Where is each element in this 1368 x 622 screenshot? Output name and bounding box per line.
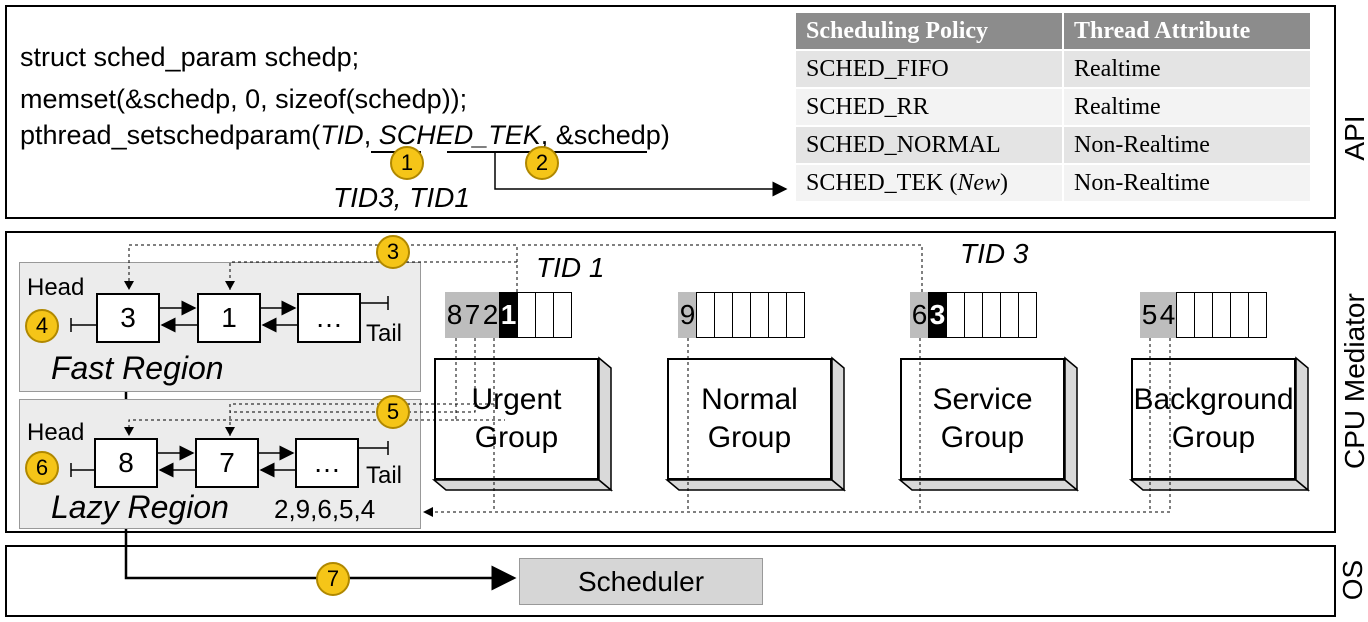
step-5-badge: 5 <box>376 395 410 429</box>
queue-cell: 9 <box>678 292 697 338</box>
queue-cell <box>553 292 572 338</box>
attribute-header: Thread Attribute <box>1064 13 1310 49</box>
queue-cell <box>1248 292 1267 338</box>
lazy-head-label: Head <box>27 419 85 446</box>
queue-cell: 5 <box>1140 292 1159 338</box>
background-queue: 5 4 <box>1140 292 1267 338</box>
step-7-badge: 7 <box>316 562 350 596</box>
fast-node: 1 <box>197 293 261 343</box>
code-arg-policy: SCHED_TEK <box>378 120 541 150</box>
step-2-badge: 2 <box>525 146 559 180</box>
table-row: SCHED_FIFO Realtime <box>796 51 1310 87</box>
table-row: SCHED_RR Realtime <box>796 89 1310 125</box>
lazy-node: 8 <box>94 438 158 488</box>
code-line-3: pthread_setschedparam(TID, SCHED_TEK, &s… <box>20 118 670 153</box>
attribute-cell: Realtime <box>1064 51 1310 87</box>
code-rest: , &schedp) <box>540 120 670 150</box>
code-line-1: struct sched_param schedp; <box>20 42 360 72</box>
service-queue: 6 3 <box>910 292 1037 338</box>
queue-cell: 7 <box>463 292 482 338</box>
policy-header: Scheduling Policy <box>796 13 1062 49</box>
policy-table: Scheduling Policy Thread Attribute SCHED… <box>794 11 1312 203</box>
fast-head-label: Head <box>27 274 85 301</box>
step-1-badge: 1 <box>390 146 424 180</box>
fast-node-more: … <box>297 293 361 343</box>
tid-values: TID3, TID1 <box>333 182 470 213</box>
tid3-label: TID 3 <box>960 238 1029 269</box>
lazy-region-title: Lazy Region <box>51 489 229 525</box>
attribute-cell: Realtime <box>1064 89 1310 125</box>
code-call: pthread_setschedparam( <box>20 120 321 150</box>
urgent-queue: 8 7 2 1 <box>445 292 572 338</box>
lazy-pending-list: 2,9,6,5,4 <box>274 494 376 524</box>
attribute-cell: Non-Realtime <box>1064 127 1310 163</box>
code-sep: , <box>363 120 379 150</box>
fast-node: 3 <box>96 293 160 343</box>
queue-cell: 6 <box>910 292 929 338</box>
step-3-badge: 3 <box>376 235 410 269</box>
fast-tail-label: Tail <box>366 320 403 347</box>
tid1-label: TID 1 <box>536 252 605 283</box>
new-tag: New <box>957 169 1000 196</box>
policy-cell: SCHED_TEK (New) <box>796 165 1062 201</box>
step-6-badge: 6 <box>25 451 59 485</box>
policy-cell: SCHED_FIFO <box>796 51 1062 87</box>
lazy-tail-label: Tail <box>366 462 403 489</box>
policy-cell: SCHED_RR <box>796 89 1062 125</box>
normal-queue: 9 <box>678 292 805 338</box>
lazy-node-more: … <box>295 438 359 488</box>
scheduler-box: Scheduler <box>519 558 763 605</box>
table-row: SCHED_TEK (New) Non-Realtime <box>796 165 1310 201</box>
fast-region-title: Fast Region <box>51 350 224 386</box>
lazy-node: 7 <box>195 438 259 488</box>
queue-cell <box>786 292 805 338</box>
code-line-2: memset(&schedp, 0, sizeof(schedp)); <box>20 84 468 114</box>
table-row: SCHED_NORMAL Non-Realtime <box>796 127 1310 163</box>
policy-cell: SCHED_NORMAL <box>796 127 1062 163</box>
step-4-badge: 4 <box>25 309 59 343</box>
queue-cell-highlight: 3 <box>928 292 947 338</box>
attribute-cell: Non-Realtime <box>1064 165 1310 201</box>
queue-cell <box>1018 292 1037 338</box>
code-arg-tid: TID <box>320 120 364 150</box>
